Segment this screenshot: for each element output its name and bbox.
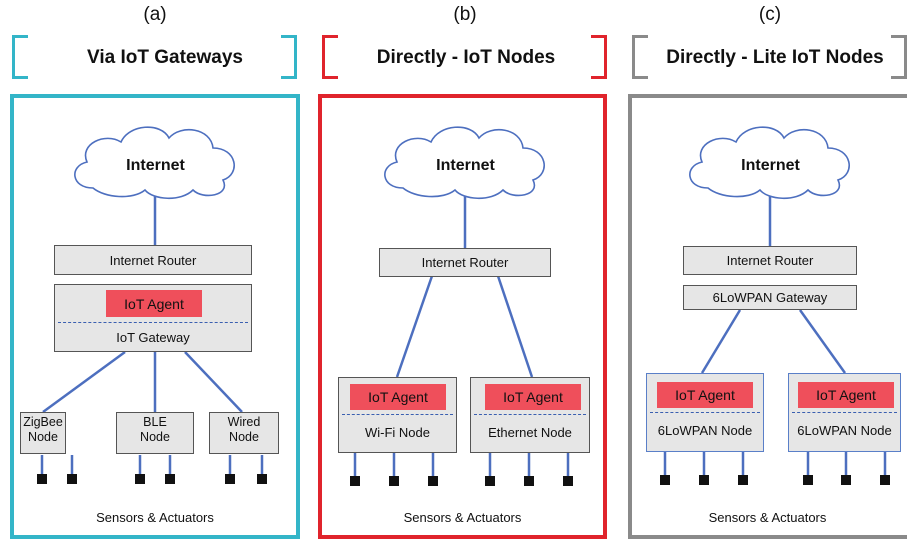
panel-frame: [628, 94, 907, 539]
sensor-icon: [880, 475, 890, 485]
panel-letter: (b): [453, 4, 477, 25]
divider: [650, 412, 760, 413]
ble-node: BLE Node: [116, 412, 194, 454]
iot-agent: IoT Agent: [657, 382, 753, 408]
sensor-icon: [135, 474, 145, 484]
node-label: 6LoWPAN Node: [657, 423, 753, 438]
header-bracket-left: [632, 35, 648, 79]
cloud-icon: [689, 126, 850, 200]
sensor-icon: [803, 475, 813, 485]
node-label: 6LoWPAN Node: [797, 423, 892, 438]
cloud-label: Internet: [741, 157, 800, 174]
sensor-icon: [257, 474, 267, 484]
sensor-icon: [37, 474, 47, 484]
iot-agent: IoT Agent: [106, 290, 202, 317]
sensor-icon: [225, 474, 235, 484]
panel-header: Via IoT Gateways: [87, 47, 243, 68]
sensors-actuators-label: Sensors & Actuators: [708, 510, 827, 525]
cloud-label: Internet: [126, 157, 185, 174]
sensor-icon: [67, 474, 77, 484]
internet-router: Internet Router: [379, 248, 551, 277]
sensors-actuators-label: Sensors & Actuators: [403, 510, 522, 525]
header-bracket-right: [891, 35, 907, 79]
iot-agent: IoT Agent: [350, 384, 446, 410]
sensor-icon: [428, 476, 438, 486]
internet-router: Internet Router: [54, 245, 252, 275]
node-label-line2: Node: [140, 430, 170, 444]
6lowpan-gateway: 6LoWPAN Gateway: [683, 285, 857, 310]
panel-frame: [318, 94, 607, 539]
panel-letter: (c): [758, 4, 782, 25]
wired-node: Wired Node: [209, 412, 279, 454]
header-bracket-left: [12, 35, 28, 79]
sensor-icon: [350, 476, 360, 486]
node-label: Ethernet Node: [488, 425, 572, 440]
panel-letter: (a): [143, 4, 167, 25]
header-bracket-left: [322, 35, 338, 79]
divider: [58, 322, 248, 323]
divider: [342, 414, 453, 415]
node-label-line1: ZigBee: [23, 415, 63, 429]
panel-header: Directly - IoT Nodes: [376, 47, 556, 68]
cloud-icon: [74, 126, 235, 200]
sensor-icon: [699, 475, 709, 485]
divider: [474, 414, 586, 415]
cloud-label: Internet: [436, 157, 495, 174]
divider: [792, 412, 897, 413]
node-label-line2: Node: [229, 430, 259, 444]
node-label-line1: BLE: [143, 415, 167, 429]
sensor-icon: [841, 475, 851, 485]
internet-router: Internet Router: [683, 246, 857, 275]
panel-frame: [10, 94, 300, 539]
node-label-line2: Node: [28, 430, 58, 444]
sensor-icon: [563, 476, 573, 486]
sensor-icon: [389, 476, 399, 486]
cloud-icon: [384, 126, 545, 200]
zigbee-node: ZigBee Node: [20, 412, 66, 454]
iot-agent: IoT Agent: [485, 384, 581, 410]
sensor-icon: [485, 476, 495, 486]
iot-agent: IoT Agent: [798, 382, 894, 408]
sensor-icon: [738, 475, 748, 485]
sensor-icon: [165, 474, 175, 484]
sensors-actuators-label: Sensors & Actuators: [96, 510, 214, 525]
gateway-label: IoT Gateway: [116, 330, 190, 345]
sensor-icon: [524, 476, 534, 486]
node-label-line1: Wired: [227, 415, 261, 429]
panel-header: Directly - Lite IoT Nodes: [666, 47, 884, 68]
header-bracket-right: [591, 35, 607, 79]
sensor-icon: [660, 475, 670, 485]
node-label: Wi-Fi Node: [364, 425, 430, 440]
header-bracket-right: [281, 35, 297, 79]
